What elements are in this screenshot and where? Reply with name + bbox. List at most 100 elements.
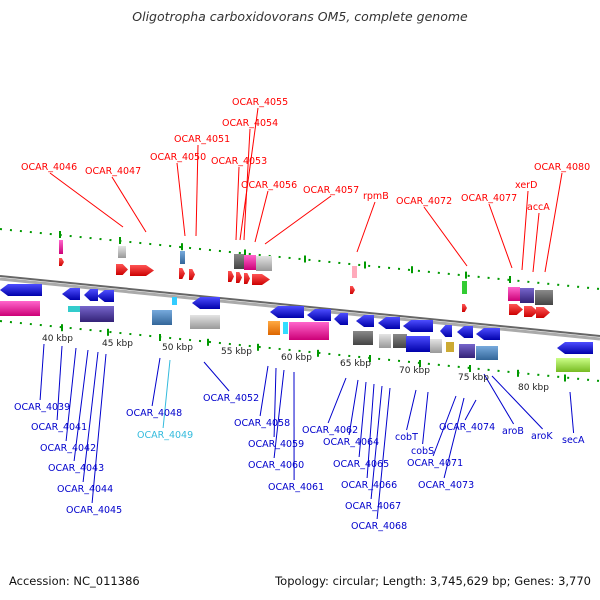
bottom-gene-label: OCAR_4049 bbox=[137, 430, 193, 441]
top-gene-label: OCAR_4072 bbox=[396, 196, 452, 207]
feature-gray bbox=[379, 334, 391, 348]
bottom-leader-line bbox=[464, 399, 477, 421]
bottom-gene-label: OCAR_4041 bbox=[31, 422, 87, 433]
top-leader-line bbox=[254, 190, 269, 243]
feature-gray bbox=[430, 339, 442, 353]
bottom-gene-label: aroB bbox=[502, 426, 524, 437]
bottom-leader-line bbox=[73, 349, 89, 462]
forward-gene-small bbox=[59, 258, 64, 266]
scale-label: 40 kbp bbox=[42, 334, 73, 344]
scale-label: 70 kbp bbox=[399, 366, 430, 376]
top-gene-label: OCAR_4057 bbox=[303, 185, 359, 196]
forward-gene-arrow bbox=[189, 269, 195, 280]
bottom-leader-line bbox=[376, 387, 391, 520]
scale-label: 80 kbp bbox=[518, 383, 549, 393]
feature-darkgray bbox=[393, 334, 407, 348]
top-leader-line bbox=[176, 162, 186, 237]
top-leader-line bbox=[49, 172, 124, 228]
top-leader-line bbox=[356, 201, 376, 253]
reverse-gene-arrow bbox=[557, 342, 593, 354]
bottom-gene-label: cobT bbox=[395, 432, 418, 443]
forward-gene-arrow bbox=[116, 264, 128, 275]
bottom-leader-line bbox=[91, 353, 107, 504]
bottom-gene-label: OCAR_4066 bbox=[341, 480, 397, 491]
top-gene-label: OCAR_4051 bbox=[174, 134, 230, 145]
bottom-gene-label: OCAR_4064 bbox=[323, 437, 379, 448]
bottom-leader-line bbox=[370, 385, 383, 500]
bottom-leader-line bbox=[406, 389, 417, 431]
bottom-leader-line bbox=[65, 347, 77, 442]
forward-gene-arrow bbox=[536, 307, 550, 318]
top-gene-label: OCAR_4047 bbox=[85, 166, 141, 177]
bottom-gene-label: secA bbox=[562, 435, 585, 446]
reverse-gene-arrow bbox=[334, 313, 348, 325]
bottom-leader-line bbox=[56, 345, 63, 421]
forward-gene-arrow bbox=[179, 268, 185, 279]
top-leader-line bbox=[235, 166, 240, 241]
accession-text: Accession: NC_011386 bbox=[9, 574, 140, 588]
top-gene-label: OCAR_4056 bbox=[241, 180, 297, 191]
top-leader-line bbox=[544, 172, 563, 273]
bottom-gene-label: aroK bbox=[531, 431, 553, 442]
top-leader-line bbox=[239, 107, 259, 241]
bottom-gene-label: OCAR_4045 bbox=[66, 505, 122, 516]
scale-label: 55 kbp bbox=[221, 347, 252, 357]
upper-tick-row bbox=[0, 228, 600, 290]
bottom-leader-line bbox=[569, 391, 575, 434]
reverse-gene-arrow bbox=[192, 297, 220, 309]
feature-pink-small bbox=[59, 240, 63, 254]
top-gene-label: accA bbox=[527, 202, 550, 213]
lower-tick-row bbox=[0, 320, 600, 382]
feature-cyan-small bbox=[283, 322, 288, 334]
map-title: Oligotropha carboxidovorans OM5, complet… bbox=[132, 9, 468, 24]
reverse-gene-arrow bbox=[403, 320, 433, 332]
bottom-gene-label: OCAR_4068 bbox=[351, 521, 407, 532]
bottom-gene-label: OCAR_4067 bbox=[345, 501, 401, 512]
feature-steel-small bbox=[180, 251, 185, 264]
bottom-gene-label: OCAR_4061 bbox=[268, 482, 324, 493]
bottom-leader-line bbox=[203, 361, 230, 392]
bottom-gene-label: OCAR_4058 bbox=[234, 418, 290, 429]
bottom-leader-line bbox=[82, 351, 99, 483]
bottom-leader-line bbox=[151, 357, 161, 407]
bottom-gene-label: OCAR_4062 bbox=[302, 425, 358, 436]
top-leader-line bbox=[532, 212, 540, 273]
top-gene-label: OCAR_4054 bbox=[222, 118, 278, 129]
bottom-gene-label: OCAR_4048 bbox=[126, 408, 182, 419]
forward-gene-arrow bbox=[236, 272, 242, 283]
top-leader-line bbox=[264, 195, 332, 245]
top-gene-label: xerD bbox=[515, 180, 537, 191]
bottom-leader-line bbox=[422, 391, 429, 445]
bottom-leader-line bbox=[432, 395, 457, 457]
feature-pink bbox=[0, 301, 40, 316]
top-gene-label: OCAR_4080 bbox=[534, 162, 590, 173]
bottom-gene-label: cobS bbox=[411, 446, 434, 457]
bottom-gene-label: OCAR_4042 bbox=[40, 443, 96, 454]
feature-gray bbox=[256, 256, 272, 271]
feature-darkgray bbox=[353, 331, 373, 345]
reverse-gene-arrow bbox=[270, 306, 304, 318]
bottom-leader-line bbox=[358, 381, 367, 458]
feature-green bbox=[462, 281, 467, 294]
reverse-gene-arrow bbox=[378, 317, 400, 329]
bottom-leader-line bbox=[443, 397, 465, 479]
feature-pink-light bbox=[352, 266, 357, 278]
feature-blue bbox=[406, 336, 430, 352]
bottom-leader-line bbox=[491, 375, 543, 430]
bottom-gene-label: OCAR_4052 bbox=[203, 393, 259, 404]
feature-steel bbox=[476, 346, 498, 360]
reverse-gene-arrow bbox=[62, 288, 80, 300]
feature-gray bbox=[190, 315, 220, 329]
reverse-gene-arrow bbox=[307, 309, 331, 321]
top-gene-label: OCAR_4055 bbox=[232, 97, 288, 108]
bottom-gene-label: OCAR_4071 bbox=[407, 458, 463, 469]
forward-gene-arrow bbox=[130, 265, 154, 276]
feature-purple bbox=[520, 288, 534, 303]
bottom-gene-label: OCAR_4073 bbox=[418, 480, 474, 491]
forward-gene-arrow bbox=[524, 306, 538, 317]
scale-label: 65 kbp bbox=[340, 359, 371, 369]
reverse-gene-arrow bbox=[476, 328, 500, 340]
bottom-gene-label: OCAR_4060 bbox=[248, 460, 304, 471]
bottom-leader-line bbox=[162, 359, 171, 429]
